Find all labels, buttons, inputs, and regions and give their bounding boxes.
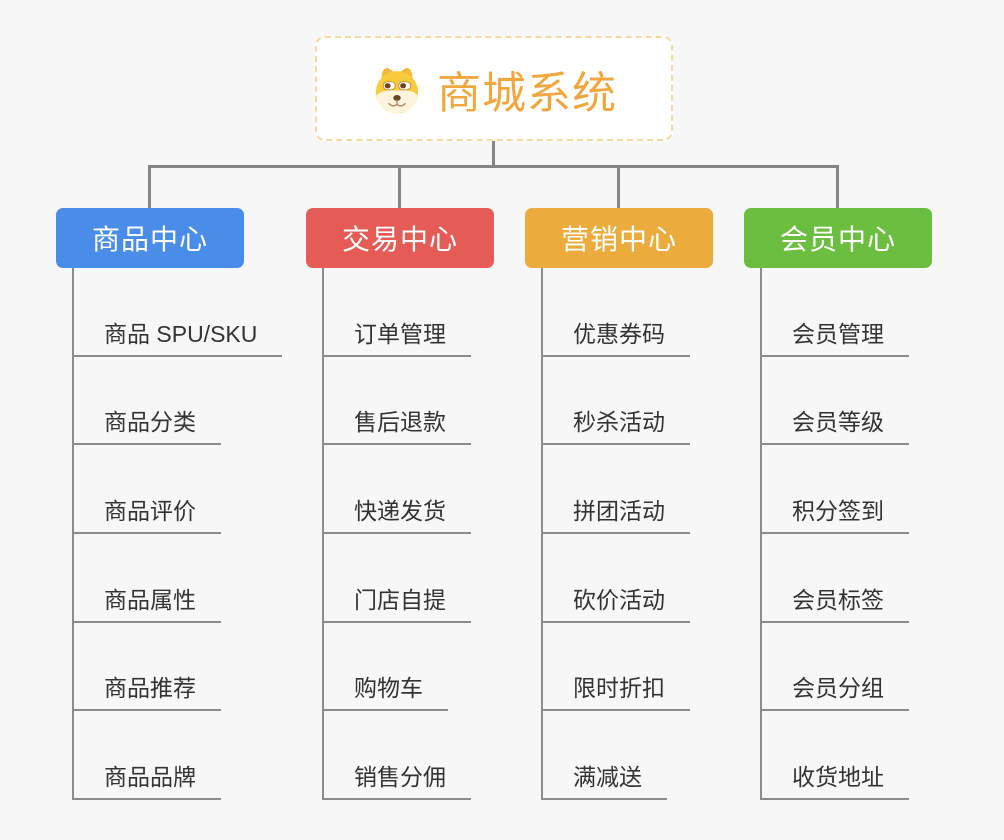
leaf-node[interactable]: 会员标签 — [762, 534, 909, 623]
leaf-node[interactable]: 商品评价 — [74, 445, 221, 534]
leaf-node[interactable]: 满减送 — [543, 711, 667, 800]
leaf-node[interactable]: 优惠券码 — [543, 268, 690, 357]
leaf-node[interactable]: 砍价活动 — [543, 534, 690, 623]
leaf-node[interactable]: 销售分佣 — [324, 711, 471, 800]
leaf-node[interactable]: 限时折扣 — [543, 623, 690, 712]
leaf-node[interactable]: 秒杀活动 — [543, 357, 690, 446]
branch-1: 交易中心订单管理售后退款快递发货门店自提购物车销售分佣 — [306, 208, 494, 800]
leaf-node[interactable]: 拼团活动 — [543, 445, 690, 534]
leaf-node[interactable]: 门店自提 — [324, 534, 471, 623]
leaf-node[interactable]: 积分签到 — [762, 445, 909, 534]
leaf-node[interactable]: 商品 SPU/SKU — [74, 268, 283, 357]
branch-label: 商品中心 — [91, 224, 208, 255]
branch-trunk: 订单管理售后退款快递发货门店自提购物车销售分佣 — [322, 268, 471, 800]
branch-trunk: 优惠券码秒杀活动拼团活动砍价活动限时折扣满减送 — [541, 268, 690, 800]
leaf-node[interactable]: 订单管理 — [324, 268, 471, 357]
branch-node-3[interactable]: 会员中心 — [744, 208, 932, 268]
leaf-node[interactable]: 会员分组 — [762, 623, 909, 712]
branch-2: 营销中心优惠券码秒杀活动拼团活动砍价活动限时折扣满减送 — [525, 208, 713, 800]
leaf-node[interactable]: 会员管理 — [762, 268, 909, 357]
branch-3: 会员中心会员管理会员等级积分签到会员标签会员分组收货地址 — [744, 208, 932, 800]
branch-node-2[interactable]: 营销中心 — [525, 208, 713, 268]
branch-label: 会员中心 — [779, 224, 896, 255]
branch-node-1[interactable]: 交易中心 — [306, 208, 494, 268]
connector-drop-2 — [398, 165, 401, 208]
root-node[interactable]: 商城系统 — [315, 36, 673, 141]
leaf-node[interactable]: 购物车 — [324, 623, 448, 712]
branch-label: 交易中心 — [341, 224, 458, 255]
leaf-node[interactable]: 快递发货 — [324, 445, 471, 534]
connector-drop-1 — [148, 165, 151, 208]
branch-trunk: 会员管理会员等级积分签到会员标签会员分组收货地址 — [760, 268, 909, 800]
connector-horizontal — [149, 165, 839, 168]
root-title: 商城系统 — [437, 68, 617, 118]
branch-label: 营销中心 — [560, 224, 677, 255]
leaf-node[interactable]: 会员等级 — [762, 357, 909, 446]
leaf-node[interactable]: 商品推荐 — [74, 623, 221, 712]
doge-dog-icon — [375, 67, 419, 113]
leaf-node[interactable]: 商品分类 — [74, 357, 221, 446]
connector-drop-4 — [836, 165, 839, 208]
connector-drop-3 — [617, 165, 620, 208]
leaf-node[interactable]: 商品属性 — [74, 534, 221, 623]
leaf-node[interactable]: 商品品牌 — [74, 711, 221, 800]
branch-node-0[interactable]: 商品中心 — [56, 208, 244, 268]
leaf-node[interactable]: 售后退款 — [324, 357, 471, 446]
connector-root-stem — [492, 141, 495, 167]
leaf-node[interactable]: 收货地址 — [762, 711, 909, 800]
